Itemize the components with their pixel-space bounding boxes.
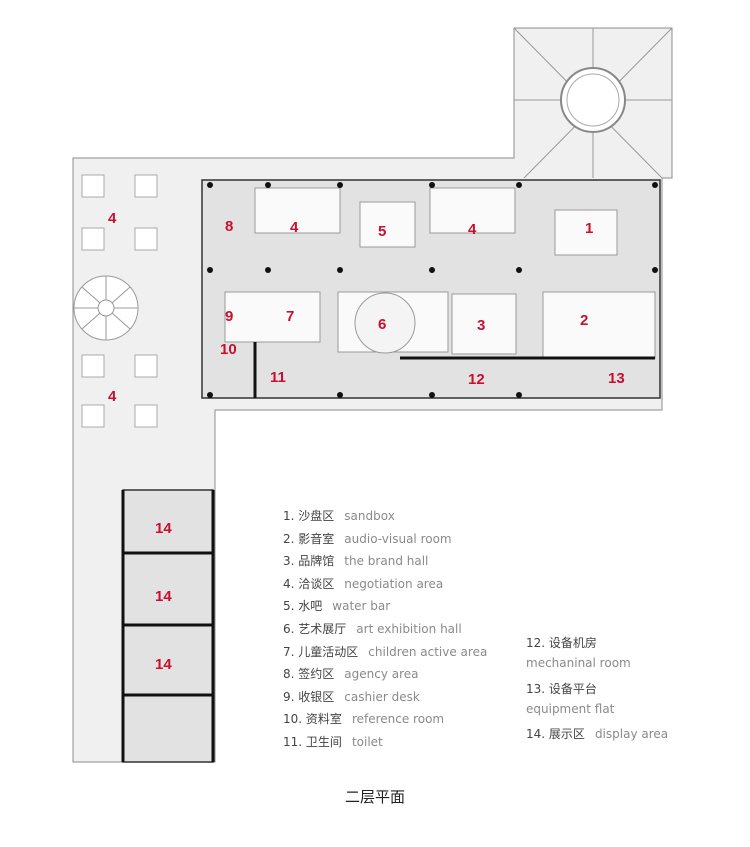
plan-caption: 二层平面 [344, 788, 405, 806]
label-14a: 14 [155, 520, 172, 537]
label-9: 9 [225, 308, 233, 325]
label-5: 5 [378, 223, 386, 240]
label-4a: 4 [290, 219, 299, 236]
interior-partitions [224, 187, 656, 359]
label-14b: 14 [155, 588, 172, 605]
label-4c: 4 [108, 210, 117, 227]
legend-item-13: 13. 设备平台 [526, 682, 597, 696]
spiral-stair [73, 275, 139, 341]
label-12: 12 [468, 371, 485, 388]
columns [207, 182, 658, 398]
label-10: 10 [220, 341, 237, 358]
label-11: 11 [270, 369, 286, 386]
terrace-tables [81, 174, 158, 428]
label-3: 3 [477, 317, 485, 334]
label-4d: 4 [108, 388, 117, 405]
legend-item-12: 12. 设备机房 [526, 636, 597, 650]
label-8: 8 [225, 218, 233, 235]
label-7: 7 [286, 308, 294, 325]
legend-item-12-en: mechaninal room [526, 656, 631, 670]
label-1: 1 [585, 220, 593, 237]
walls [121, 342, 655, 762]
room-labels: 1 2 3 4 4 4 4 5 6 7 8 9 10 11 12 13 14 1… [108, 210, 625, 673]
label-2: 2 [580, 312, 588, 329]
label-14c: 14 [155, 656, 172, 673]
label-13: 13 [608, 370, 625, 387]
label-6: 6 [378, 316, 386, 333]
legend-item-13-en: equipment flat [526, 702, 615, 716]
rooftop-circle [513, 27, 673, 179]
label-4b: 4 [468, 221, 477, 238]
